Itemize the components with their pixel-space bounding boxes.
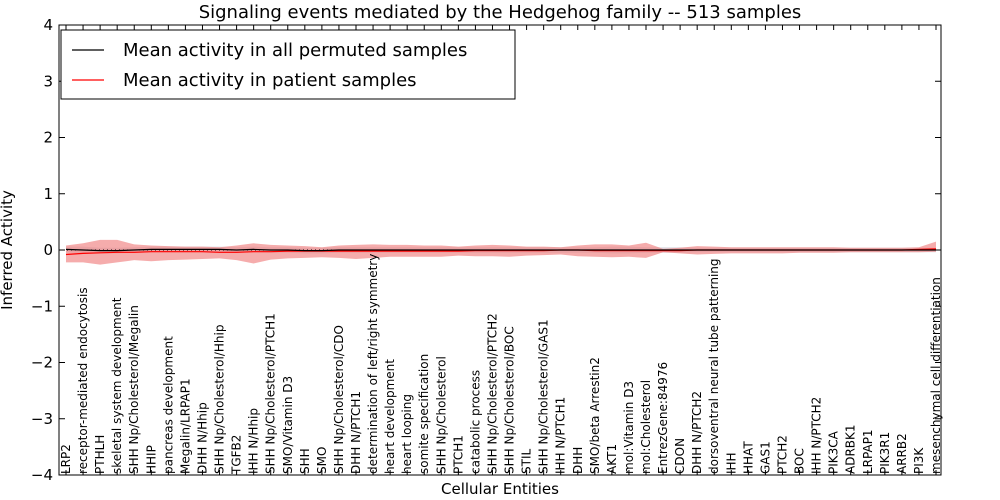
x-tick-label: EntrezGene:84976: [656, 362, 670, 474]
x-tick-label: SHH Np/Cholesterol/PTCH2: [486, 313, 500, 474]
x-tick-label: pancreas development: [161, 336, 175, 474]
x-tick-label: LRPAP1: [861, 429, 875, 474]
x-tick-label: PIK3R1: [878, 432, 892, 474]
x-tick-label: SHH Np/Cholesterol/CDO: [332, 325, 346, 474]
patient-band: [66, 239, 936, 265]
x-tick-label: ADRBK1: [844, 424, 858, 474]
y-tick-label: 2: [43, 129, 53, 147]
y-tick-label: 4: [43, 16, 53, 34]
x-tick-label: somite specification: [417, 354, 431, 474]
y-axis-label: Inferred Activity: [0, 190, 16, 310]
x-tick-label: dorsoventral neural tube patterning: [707, 258, 721, 474]
legend: Mean activity in all permuted samplesMea…: [60, 29, 516, 100]
x-tick-label: PI3K: [912, 447, 926, 474]
x-tick-label: LRP2: [59, 444, 73, 474]
x-tick-label: BOC: [793, 448, 807, 474]
x-tick-label: SMO: [315, 447, 329, 474]
y-tick-label: 3: [43, 72, 53, 90]
y-tick-label: −4: [31, 466, 53, 484]
legend-label: Mean activity in patient samples: [123, 70, 417, 91]
x-tick-label: STIL: [520, 449, 534, 474]
x-tick-label: SHH Np/Cholesterol: [434, 356, 448, 474]
x-tick-label: DHH: [571, 447, 585, 474]
x-tick-label: CDON: [673, 438, 687, 474]
x-axis-label: Cellular Entities: [441, 480, 559, 498]
x-tick-label: SMO/beta Arrestin2: [588, 357, 602, 474]
x-tick-label: heart looping: [400, 394, 414, 474]
x-tick-label: SHH Np/Cholesterol/BOC: [503, 326, 517, 474]
x-tick-label: PIK3CA: [827, 430, 841, 474]
x-tick-label: catabolic process: [468, 370, 482, 474]
x-tick-label: Megalin/LRPAP1: [178, 378, 192, 474]
x-tick-label: mol:Cholesterol: [639, 380, 653, 474]
x-tick-label: IHH N/PTCH2: [810, 397, 824, 474]
y-tick-label: −3: [31, 410, 53, 428]
x-tick-label: SHH Np/Cholesterol/GAS1: [537, 319, 551, 474]
x-tick-label: SHH Np/Cholesterol/Hhip: [213, 325, 227, 474]
x-tick-label: GAS1: [758, 441, 772, 474]
x-tick-label: DHH N/PTCH2: [690, 391, 704, 474]
y-tick-label: −2: [31, 354, 53, 372]
y-tick-label: 1: [43, 185, 53, 203]
x-tick-label: HHIP: [144, 445, 158, 474]
legend-label: Mean activity in all permuted samples: [123, 40, 467, 61]
permuted-series-line: [65, 248, 936, 252]
x-tick-label: PTHLH: [93, 435, 107, 474]
x-tick-label: HHAT: [741, 441, 755, 474]
x-tick-label: heart development: [383, 359, 397, 474]
x-tick-label: SMO/Vitamin D3: [281, 376, 295, 474]
x-tick-label: PTCH1: [451, 435, 465, 474]
x-tick-label: skeletal system development: [110, 297, 124, 474]
legend-box: [60, 29, 516, 100]
x-tick-label: DHH N/PTCH1: [349, 391, 363, 474]
x-tick-label: IHH: [724, 452, 738, 474]
x-tick-label: ARRB2: [895, 433, 909, 474]
x-tick-label: SHH: [298, 448, 312, 474]
x-tick-label: IHH N/Hhip: [247, 408, 261, 474]
y-tick-label: −1: [31, 297, 53, 315]
x-tick-label: PTCH2: [776, 435, 790, 474]
x-tick-label: TGFB2: [230, 435, 244, 475]
x-tick-label: SHH Np/Cholesterol/Megalin: [127, 305, 141, 474]
x-tick-label: mesenchymal cell differentiation: [929, 277, 943, 474]
x-tick-label: DHH N/Hhip: [196, 402, 210, 474]
x-tick-label: AKT1: [605, 444, 619, 474]
x-tick-label: IHH N/PTCH1: [554, 397, 568, 474]
x-tick-label: SHH Np/Cholesterol/PTCH1: [264, 313, 278, 474]
y-tick-label: 0: [43, 241, 53, 259]
chart-title: Signaling events mediated by the Hedgeho…: [199, 2, 802, 23]
x-tick-label: determination of left/right symmetry: [366, 254, 380, 474]
x-tick-label: receptor-mediated endocytosis: [76, 287, 90, 474]
x-tick-label: mol:Vitamin D3: [622, 381, 636, 474]
